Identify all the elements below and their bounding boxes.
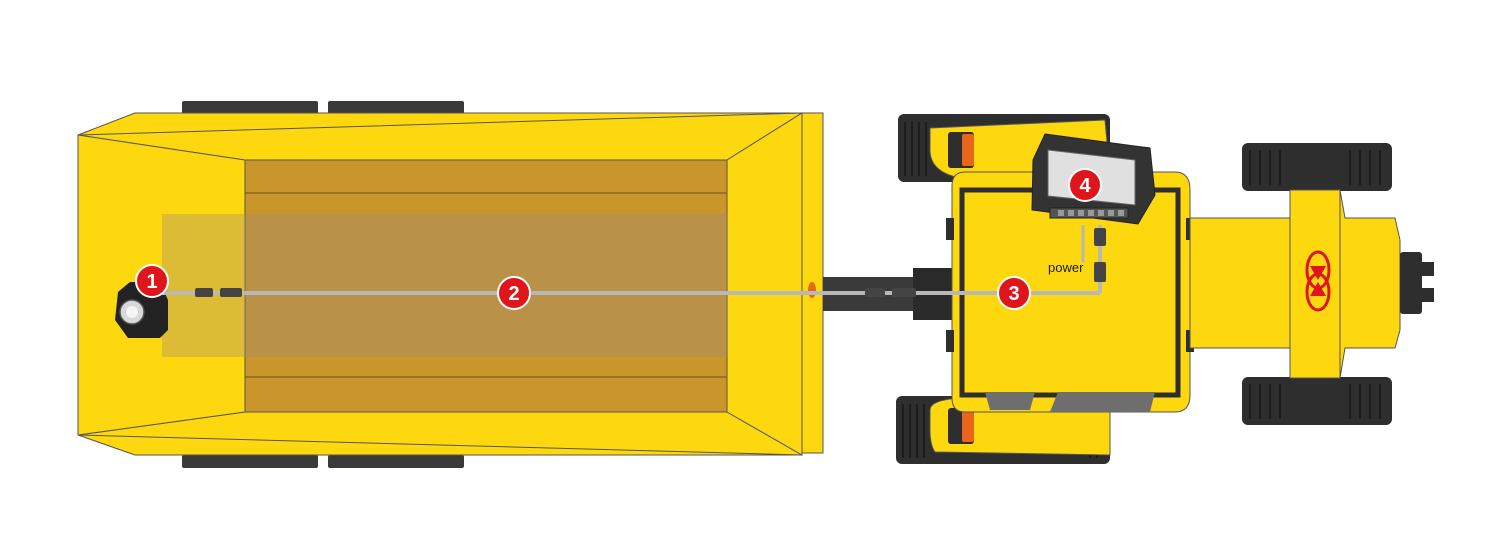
cab-window-right [1050,392,1155,412]
trailer [77,101,824,468]
connector-monitor-2 [1094,228,1106,246]
marker-4: 4 [1068,168,1102,202]
svg-text:3: 3 [1008,283,1019,305]
front-hitch [1400,252,1422,314]
cable-channel-overlay [162,214,727,357]
cab-post-2 [946,330,954,352]
svg-text:4: 4 [1079,175,1091,197]
svg-text:1: 1 [146,271,157,293]
svg-text:2: 2 [508,283,519,305]
tractor-front-tire-top [1242,143,1392,191]
front-hitch-tab-bottom [1420,288,1434,302]
cab-window-left [985,392,1035,410]
marker-3: 3 [997,276,1031,310]
tractor [896,114,1434,464]
connector-camera-2 [220,288,242,297]
fender-light-bottom-orange [962,410,974,442]
front-hitch-tab-top [1420,262,1434,276]
power-label: power [1048,260,1084,275]
cab-post-1 [946,218,954,240]
trailer-wheel-top-right [328,101,464,114]
hood-emblem-icon [1305,250,1331,312]
trailer-wheel-bottom-right [328,455,464,468]
front-axle [1289,189,1341,379]
fender-light-top-orange [962,134,974,166]
connector-camera-1 [195,288,213,297]
marker-1: 1 [135,264,169,298]
marker-2: 2 [497,276,531,310]
connector-hitch-2 [892,288,916,297]
connector-hitch-1 [865,288,885,297]
trailer-wheel-top-left [182,101,318,114]
tractor-front-tire-bottom [1242,377,1392,425]
trailer-wall-right [726,112,803,456]
trailer-bed-floor [244,159,728,413]
hitch-light [808,282,816,298]
trailer-wheel-bottom-left [182,455,318,468]
connector-monitor [1094,262,1106,282]
